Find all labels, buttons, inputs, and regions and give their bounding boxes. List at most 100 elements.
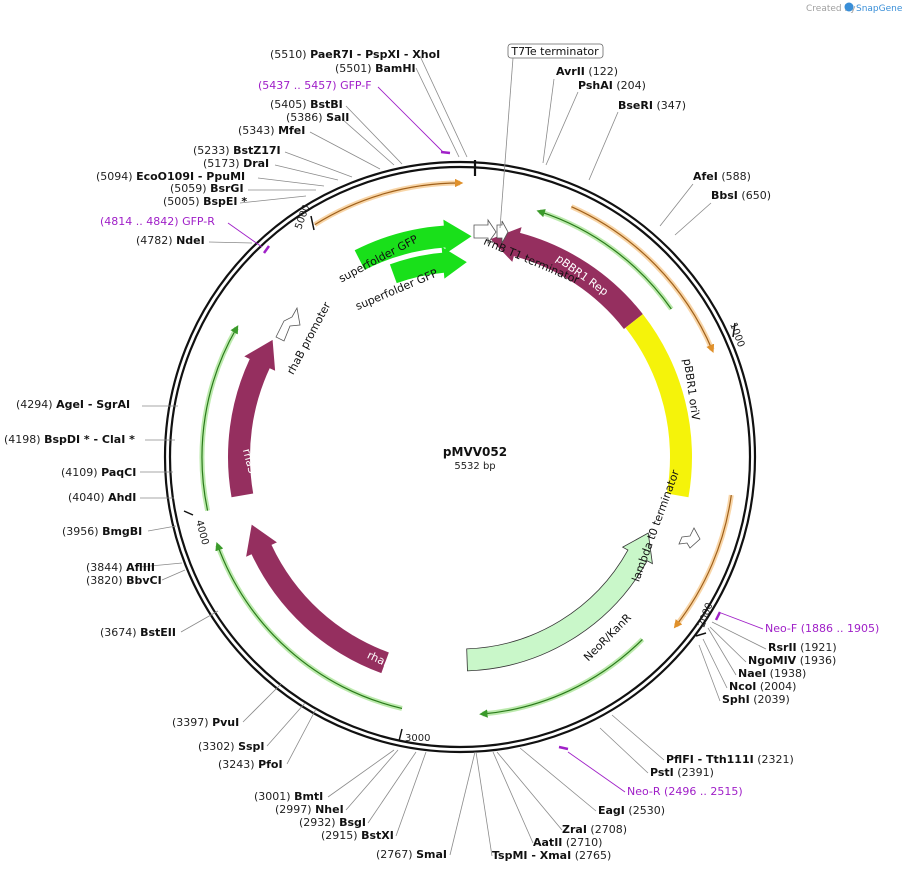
site-label[interactable]: ZraI (2708) [562,823,627,836]
primer-label[interactable]: (5437 .. 5457) GFP-F [258,79,372,92]
site-label[interactable]: PflFI - Tth111I (2321) [666,753,794,766]
site-label[interactable]: (2915) BstXI [321,829,394,842]
site-afliii[interactable]: (3844) AflIII [86,561,183,574]
site-label[interactable]: BseRI (347) [618,99,686,112]
feature-arrow[interactable] [625,314,692,498]
feature-small-arrow[interactable] [275,306,301,342]
site-label[interactable]: (5094) EcoO109I - PpuMI [96,170,245,183]
site-label[interactable]: (3302) SspI [198,740,265,753]
site-psti[interactable]: PstI (2391) [599,727,714,779]
site-label[interactable]: PstI (2391) [650,766,714,779]
site-label[interactable]: (2997) NheI [275,803,344,816]
site-label[interactable]: AatII (2710) [533,836,602,849]
site-label[interactable]: (4040) AhdI [68,491,136,504]
site-bsrgi[interactable]: (5059) BsrGI [170,182,316,195]
site-label[interactable]: (5005) BspEI * [163,195,247,208]
site-label[interactable]: (5343) MfeI [238,124,305,137]
site-label[interactable]: (3001) BmtI [254,790,323,803]
site-eagi[interactable]: EagI (2530) [519,747,665,817]
site-bbvci[interactable]: (3820) BbvCI [86,569,186,587]
site-label[interactable]: (4198) BspDI * - ClaI * [4,433,135,446]
primer-binding-mark[interactable] [262,245,271,254]
site-label[interactable]: BbsI (650) [711,189,771,202]
site-ecoo109i[interactable]: (5094) EcoO109I - PpuMI [96,170,325,187]
primer-binding-mark[interactable] [440,150,451,155]
site-label[interactable]: (3243) PfoI [218,758,283,771]
site-bstxi[interactable]: (2915) BstXI [321,751,427,842]
site-pshai[interactable]: PshAI (204) [545,79,646,166]
site-smai[interactable]: (2767) SmaI [376,751,476,861]
site-pvui[interactable]: (3397) PvuI [172,683,282,729]
site-bbsi[interactable]: BbsI (650) [674,189,771,236]
primer-neo-f[interactable]: Neo-F (1886 .. 1905) [714,611,879,635]
site-label[interactable]: (5173) DraI [203,157,269,170]
site-label[interactable]: (5059) BsrGI [170,182,244,195]
primer-label[interactable]: (4814 .. 4842) GFP-R [100,215,215,228]
feature-small-arrow[interactable] [473,218,509,245]
site-sali[interactable]: (5386) SalI [286,111,395,166]
primer-label[interactable]: Neo-R (2496 .. 2515) [627,785,743,798]
site-label[interactable]: (4294) AgeI - SgrAI [16,398,130,411]
site-label[interactable]: EagI (2530) [598,804,665,817]
site-nhei[interactable]: (2997) NheI [275,749,399,816]
site-label[interactable]: SphI (2039) [722,693,790,706]
site-mfei[interactable]: (5343) MfeI [238,124,381,170]
site-zrai[interactable]: ZraI (2708) [496,751,627,836]
site-label[interactable]: (4109) PaqCI [61,466,136,479]
feature-arrow[interactable] [466,532,653,672]
site-label[interactable]: (3397) PvuI [172,716,239,729]
site-afei[interactable]: AfeI (588) [659,170,751,227]
site-agei[interactable]: (4294) AgeI - SgrAI [16,398,178,411]
site-label[interactable]: (5510) PaeR7I - PspXI - XhoI [270,48,440,61]
feature-arrow[interactable] [490,227,643,329]
site-label[interactable]: (5233) BstZ17I [193,144,281,157]
site-bsgi[interactable]: (2932) BsgI [299,751,417,829]
site-sphi[interactable]: SphI (2039) [698,644,790,706]
site-ahdi[interactable]: (4040) AhdI [68,491,174,504]
feature-arrow[interactable] [246,524,389,674]
feature-rhar[interactable]: rhaR [246,524,394,674]
site-pflfi[interactable]: PflFI - Tth111I (2321) [611,714,794,766]
site-label[interactable]: AvrII (122) [556,65,618,78]
site-bstbi[interactable]: (5405) BstBI [270,98,403,165]
site-label[interactable]: NgoMIV (1936) [748,654,836,667]
site-bsteii[interactable]: (3674) BstEII [100,610,219,639]
site-label[interactable]: (4782) NdeI [136,234,205,247]
feature-neor-kanr[interactable]: NeoR/KanR [466,532,653,672]
primer-binding-mark[interactable] [714,611,722,621]
site-bamhi[interactable]: (5501) BamHI [335,62,460,158]
feature-rhas[interactable]: rhaS [227,339,276,498]
feature-arrow[interactable] [227,339,276,498]
site-label[interactable]: (2767) SmaI [376,848,447,861]
site-label[interactable]: TspMI - XmaI (2765) [492,849,611,862]
feature-arrow[interactable] [389,246,467,284]
site-pfoi[interactable]: (3243) PfoI [218,708,317,771]
site-label[interactable]: (3844) AflIII [86,561,155,574]
site-sspi[interactable]: (3302) SspI [198,702,306,753]
primer-neo-r[interactable]: Neo-R (2496 .. 2515) [558,745,743,798]
feature-pbbr1-oriv[interactable]: pBBR1 oriV [625,314,702,498]
site-bseri[interactable]: BseRI (347) [588,99,686,181]
site-bmgbi[interactable]: (3956) BmgBI [62,525,177,538]
site-naei[interactable]: NaeI (1938) [707,627,806,680]
site-label[interactable]: NcoI (2004) [729,680,796,693]
site-label[interactable]: (3674) BstEII [100,626,176,639]
site-ndei[interactable]: (4782) NdeI [136,234,253,247]
site-ngomiv[interactable]: NgoMIV (1936) [709,626,836,667]
site-label[interactable]: PshAI (204) [578,79,646,92]
site-drai[interactable]: (5173) DraI [203,157,339,181]
site-paer7i[interactable]: (5510) PaeR7I - PspXI - XhoI [270,48,468,158]
feature-box[interactable] [507,43,604,59]
primer-gfp-r[interactable]: (4814 .. 4842) GFP-R [100,215,271,254]
primer-binding-mark[interactable] [558,745,569,751]
primer-label[interactable]: Neo-F (1886 .. 1905) [765,622,879,635]
primer-gfp-f[interactable]: (5437 .. 5457) GFP-F [258,79,451,155]
site-label[interactable]: AfeI (588) [693,170,751,183]
site-aatii[interactable]: AatII (2710) [492,751,602,849]
site-label[interactable]: (5501) BamHI [335,62,416,75]
site-avrii[interactable]: AvrII (122) [542,65,618,164]
site-label[interactable]: (2932) BsgI [299,816,366,829]
site-bstz17i[interactable]: (5233) BstZ17I [193,144,353,178]
feature-rhab-promoter[interactable]: rhaB promoter [275,300,334,377]
site-label[interactable]: RsrII (1921) [768,641,837,654]
